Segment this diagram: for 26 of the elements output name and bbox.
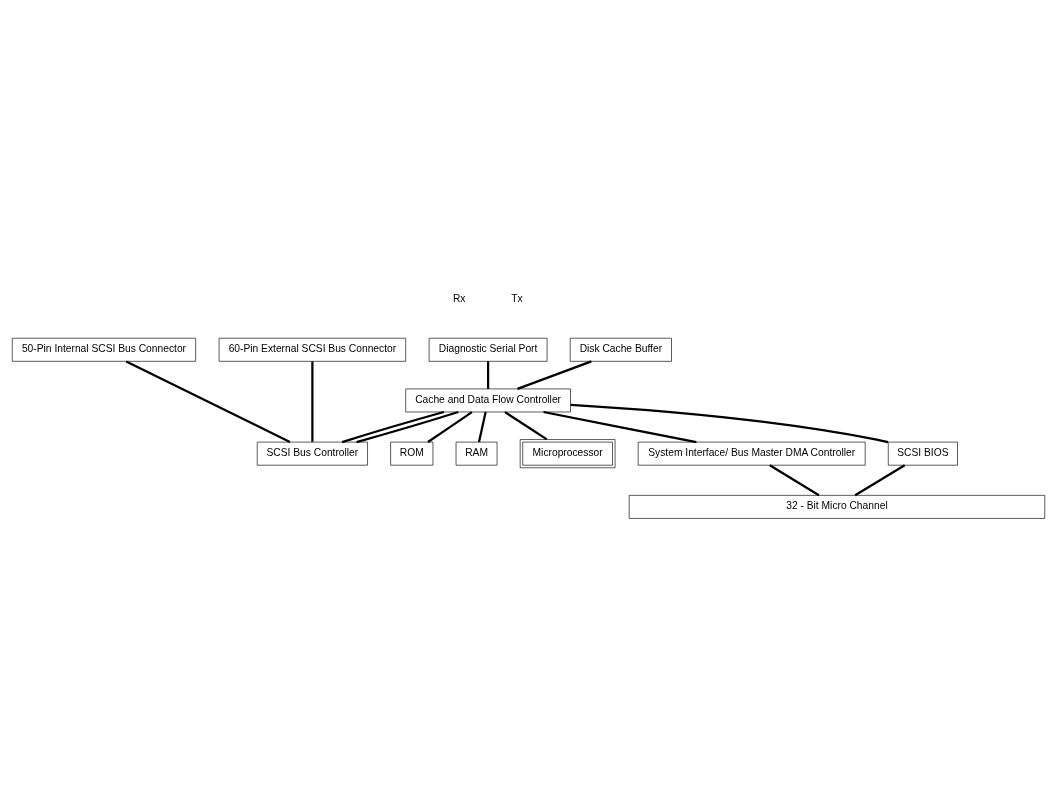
connector [427,411,473,443]
node-box: Disk Cache Buffer [569,337,672,362]
node-box: RAM [455,441,498,466]
connector [477,411,487,443]
node-box: 60-Pin External SCSI Bus Connector [218,337,406,362]
connector [311,361,314,442]
connector [543,410,697,444]
connector [341,410,445,444]
connector [125,360,291,443]
node-box: SCSI Bus Controller [256,441,368,466]
label: Tx [511,292,523,304]
node-box: System Interface/ Bus Master DMA Controller [637,441,866,466]
node-box: ROM [390,441,434,466]
connector [769,464,820,497]
connector [570,403,889,444]
label: Rx [452,292,466,304]
connector [517,360,592,390]
node-box: SCSI BIOS [887,441,958,466]
node-box: 32 - Bit Micro Channel [628,495,1046,519]
connector [487,361,490,389]
node-box: 50-Pin Internal SCSI Bus Connector [11,337,196,362]
connector [356,410,459,444]
connector [504,411,548,441]
node-box: Cache and Data Flow Controller [405,388,571,413]
connector [854,464,906,497]
node-box: Diagnostic Serial Port [428,337,548,362]
